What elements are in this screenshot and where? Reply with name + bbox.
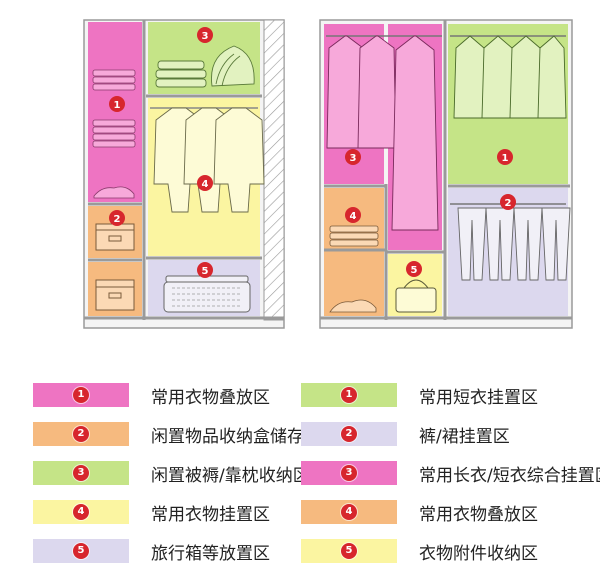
left-badge-2: 2 bbox=[109, 210, 125, 226]
legend-swatch: 4 bbox=[33, 500, 129, 524]
badge-icon: 2 bbox=[341, 426, 357, 442]
legend-swatch: 3 bbox=[33, 461, 129, 485]
legend-item: 1 常用衣物叠放区 bbox=[33, 380, 270, 410]
legend-label: 常用衣物叠放区 bbox=[151, 387, 270, 408]
legend-label: 常用衣物挂置区 bbox=[151, 504, 270, 525]
hanging-clothes-icon bbox=[326, 35, 442, 231]
trousers-icon bbox=[450, 203, 571, 281]
hanging-clothes-icon bbox=[450, 35, 567, 119]
legend-swatch: 5 bbox=[33, 539, 129, 563]
legend-item: 3 闲置被褥/靠枕收纳区 bbox=[33, 458, 310, 488]
suitcase-icon bbox=[163, 275, 251, 313]
badge-icon: 4 bbox=[341, 504, 357, 520]
right-badge-2: 2 bbox=[500, 194, 516, 210]
svg-text:4: 4 bbox=[202, 179, 209, 190]
svg-text:5: 5 bbox=[202, 266, 209, 277]
legend-item: 3 常用长衣/短衣综合挂置区 bbox=[301, 458, 600, 488]
legend-item: 4 常用衣物挂置区 bbox=[33, 497, 270, 527]
legend-item: 2 裤/裙挂置区 bbox=[301, 419, 510, 449]
svg-text:4: 4 bbox=[350, 211, 357, 222]
badge-icon: 5 bbox=[341, 543, 357, 559]
left-badge-5: 5 bbox=[197, 262, 213, 278]
right-wardrobe: 3 4 5 1 2 bbox=[319, 19, 573, 329]
legend-swatch: 3 bbox=[301, 461, 397, 485]
storage-box-icon bbox=[95, 223, 135, 311]
badge-icon: 5 bbox=[73, 543, 89, 559]
right-badge-3: 3 bbox=[345, 149, 361, 165]
wardrobe-diagram: 1 2 3 4 5 bbox=[83, 19, 573, 329]
legend-swatch: 5 bbox=[301, 539, 397, 563]
legend-label: 闲置物品收纳盒储存区 bbox=[151, 426, 321, 447]
bedding-icon bbox=[155, 45, 255, 88]
left-zone-1 bbox=[88, 22, 142, 202]
right-badge-4: 4 bbox=[345, 207, 361, 223]
left-badge-3: 3 bbox=[197, 27, 213, 43]
right-badge-1: 1 bbox=[497, 149, 513, 165]
svg-text:1: 1 bbox=[114, 100, 121, 111]
legend-label: 旅行箱等放置区 bbox=[151, 543, 270, 564]
legend-item: 1 常用短衣挂置区 bbox=[301, 380, 538, 410]
legend-item: 2 闲置物品收纳盒储存区 bbox=[33, 419, 321, 449]
legend-swatch: 1 bbox=[301, 383, 397, 407]
svg-text:5: 5 bbox=[411, 265, 418, 276]
legend-swatch: 4 bbox=[301, 500, 397, 524]
badge-icon: 4 bbox=[73, 504, 89, 520]
badge-icon: 1 bbox=[73, 387, 89, 403]
legend-label: 闲置被褥/靠枕收纳区 bbox=[151, 465, 310, 486]
badge-icon: 1 bbox=[341, 387, 357, 403]
svg-text:2: 2 bbox=[114, 214, 121, 225]
badge-icon: 3 bbox=[73, 465, 89, 481]
left-badge-4: 4 bbox=[197, 175, 213, 191]
legend-label: 裤/裙挂置区 bbox=[419, 426, 510, 447]
folded-clothes-icon bbox=[329, 225, 379, 313]
folded-clothes-icon bbox=[92, 69, 136, 199]
svg-text:2: 2 bbox=[505, 198, 512, 209]
badge-icon: 2 bbox=[73, 426, 89, 442]
svg-text:3: 3 bbox=[350, 153, 357, 164]
legend-label: 衣物附件收纳区 bbox=[419, 543, 538, 564]
legend-swatch: 2 bbox=[33, 422, 129, 446]
legend-item: 5 衣物附件收纳区 bbox=[301, 536, 538, 566]
svg-text:3: 3 bbox=[202, 31, 209, 42]
legend-item: 5 旅行箱等放置区 bbox=[33, 536, 270, 566]
left-wardrobe: 1 2 3 4 5 bbox=[83, 19, 285, 329]
legend-label: 常用长衣/短衣综合挂置区 bbox=[419, 465, 600, 486]
legend-label: 常用短衣挂置区 bbox=[419, 387, 538, 408]
right-badge-5: 5 bbox=[406, 261, 422, 277]
legend-swatch: 1 bbox=[33, 383, 129, 407]
legend-label: 常用衣物叠放区 bbox=[419, 504, 538, 525]
legend-item: 4 常用衣物叠放区 bbox=[301, 497, 538, 527]
hanging-clothes-icon bbox=[150, 107, 265, 213]
left-badge-1: 1 bbox=[109, 96, 125, 112]
legend-swatch: 2 bbox=[301, 422, 397, 446]
accessory-bag-icon bbox=[395, 279, 437, 313]
badge-icon: 3 bbox=[341, 465, 357, 481]
svg-text:1: 1 bbox=[502, 153, 509, 164]
